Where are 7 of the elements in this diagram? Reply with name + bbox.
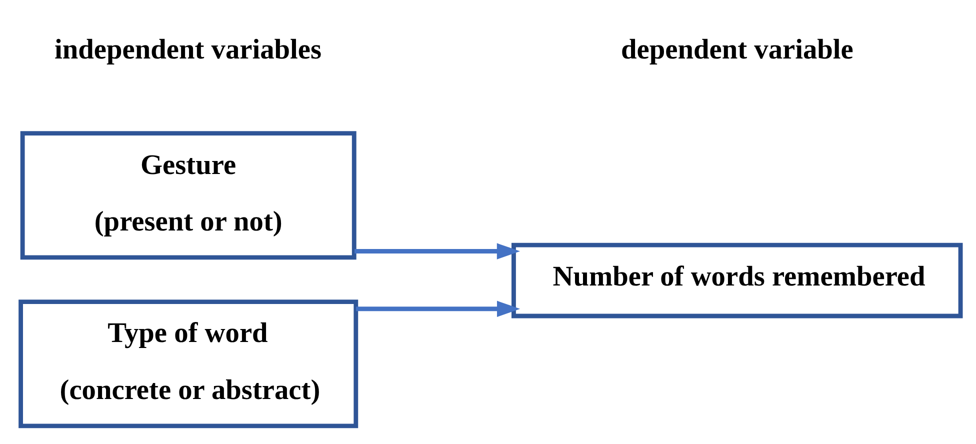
arrow (356, 300, 520, 317)
node-box: Number of words remembered (512, 242, 963, 318)
label: dependent variable (620, 34, 854, 66)
node-box: Gesture (present or not) (20, 131, 356, 260)
label: independent variables (54, 34, 322, 66)
node-box: Type of word (concrete or abstract) (18, 300, 358, 428)
arrow (354, 243, 520, 260)
